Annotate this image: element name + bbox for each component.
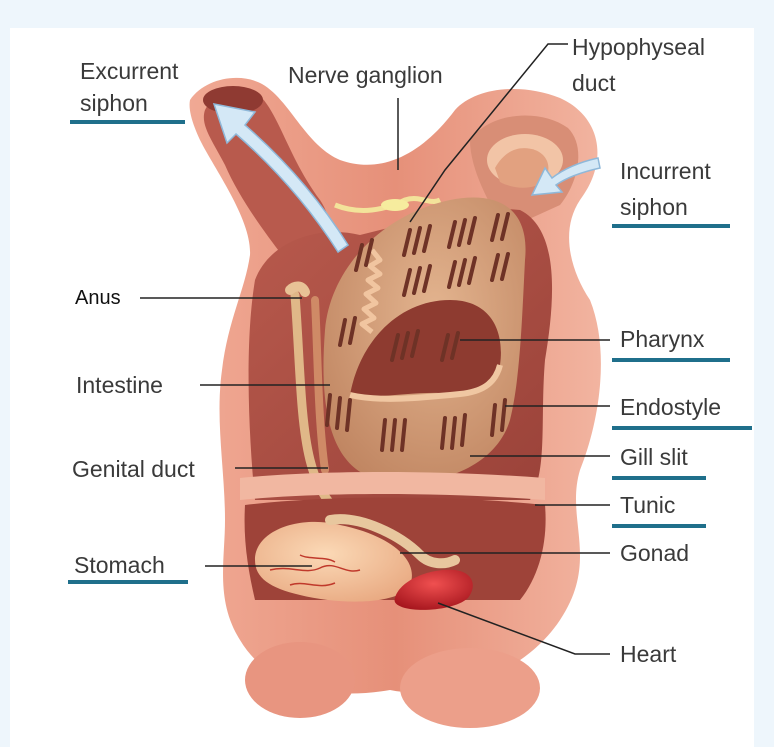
label-genital-duct: Genital duct (72, 456, 195, 482)
label-tunic: Tunic (620, 492, 676, 518)
label-incurrent-siphon-line1: Incurrent (620, 158, 711, 184)
label-underline-tunic (612, 524, 706, 528)
nerve-ganglion (381, 199, 409, 211)
label-hypophyseal-duct-line1: Hypophyseal (572, 34, 705, 60)
label-stomach: Stomach (74, 552, 165, 578)
label-underline-stomach (68, 580, 188, 584)
label-pharynx: Pharynx (620, 326, 705, 352)
atrial-membrane (240, 472, 545, 500)
label-underline-excurrent-siphon (70, 120, 185, 124)
label-underline-gill-slit (612, 476, 706, 480)
tunic-lobe-right (400, 648, 540, 728)
label-gill-slit: Gill slit (620, 444, 688, 470)
endostyle-ridge (349, 364, 503, 402)
heart (394, 569, 473, 610)
label-gonad: Gonad (620, 540, 690, 566)
label-nerve-ganglion: Nerve ganglion (288, 62, 443, 88)
dorsal-lamina (359, 248, 383, 334)
label-underline-incurrent-siphon (612, 224, 730, 228)
excurrent-flow-arrow (212, 103, 350, 254)
label-underline-endostyle (612, 426, 752, 430)
incurrent-siphon-fringe (495, 148, 549, 188)
genital-duct (311, 296, 329, 474)
label-excurrent-siphon-line1: Excurrent (80, 58, 179, 84)
label-incurrent-siphon-line2: siphon (620, 194, 688, 220)
incurrent-flow-arrow (530, 157, 601, 196)
anus-end (285, 281, 310, 297)
pharynx-interior (350, 300, 501, 397)
gill-slits (325, 212, 510, 452)
label-anus: Anus (75, 287, 121, 309)
label-underline-pharynx (612, 358, 730, 362)
nerve-ganglion-strand (334, 196, 442, 213)
label-intestine: Intestine (76, 372, 163, 398)
label-endostyle: Endostyle (620, 394, 722, 420)
label-heart: Heart (620, 641, 677, 667)
tunic-lobe-left (245, 642, 355, 718)
label-excurrent-siphon-line2: siphon (80, 90, 148, 116)
label-hypophyseal-duct-line2: duct (572, 70, 616, 96)
stomach-blood-vessels (269, 554, 361, 587)
leader-lines (140, 43, 610, 655)
